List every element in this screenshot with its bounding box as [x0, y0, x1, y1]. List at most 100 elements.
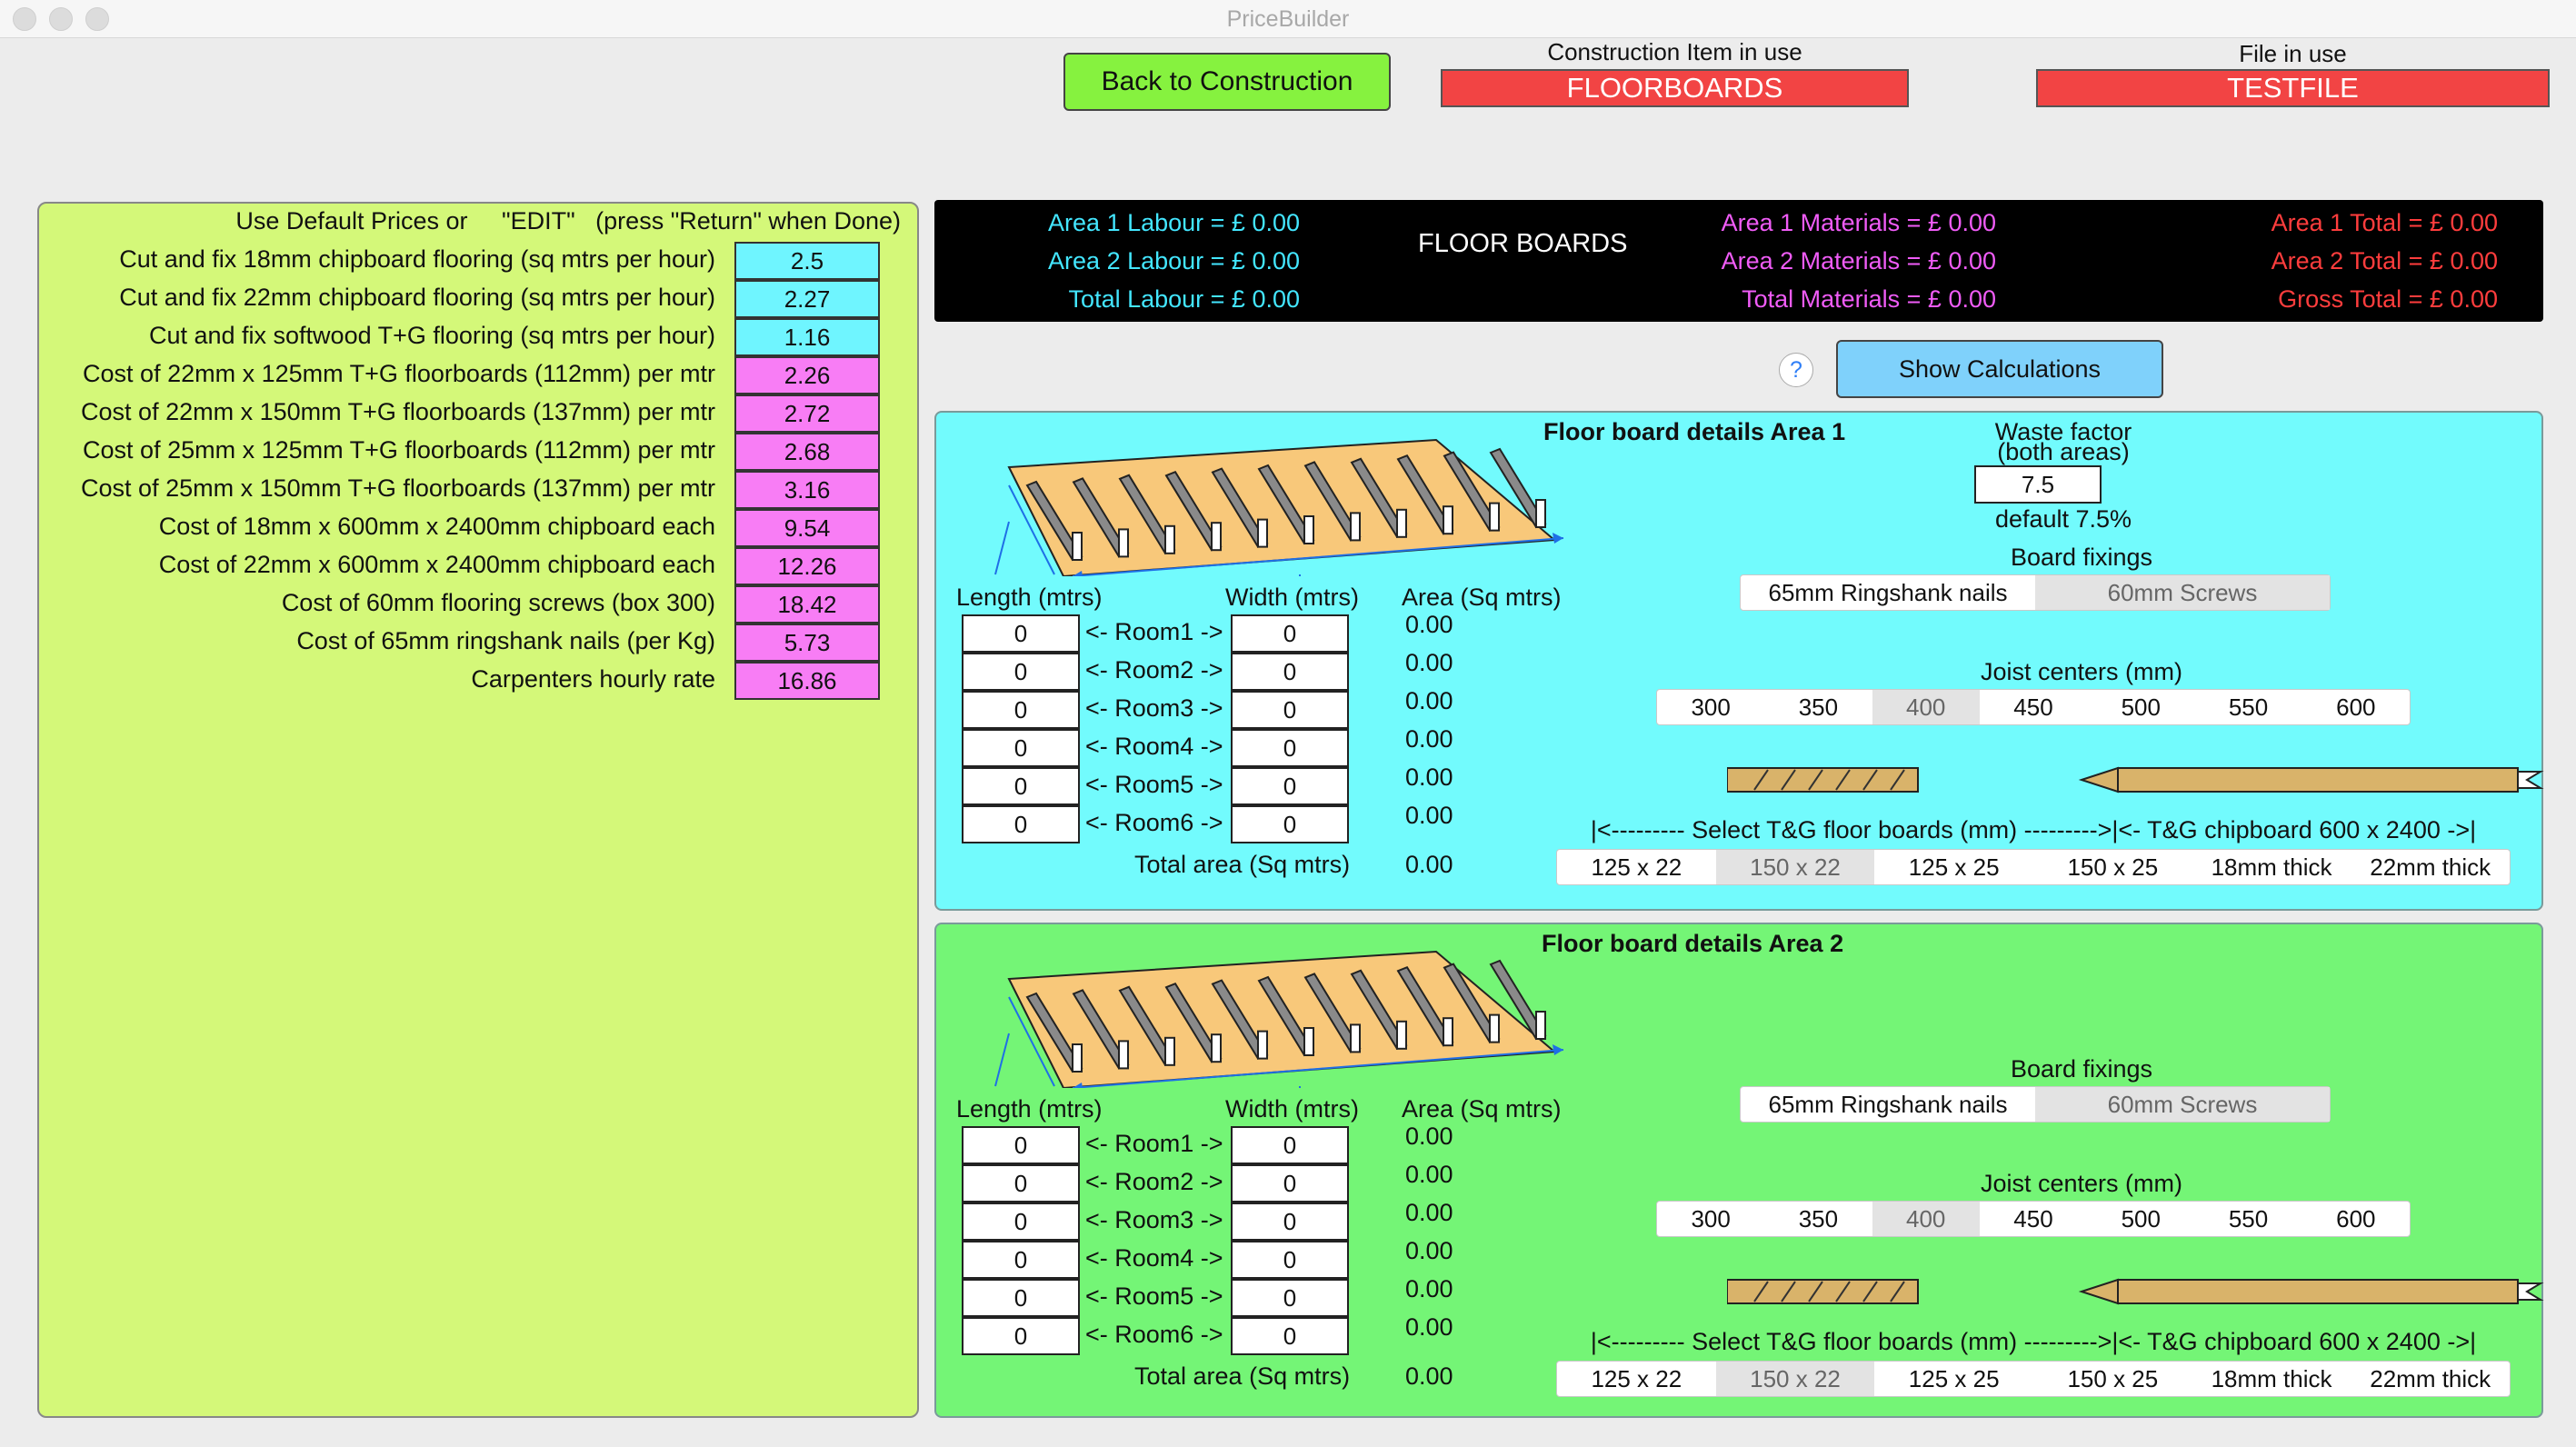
title-bar: PriceBuilder — [0, 0, 2576, 38]
joist-option[interactable]: 300 — [1691, 1204, 1731, 1232]
room-label: <- Room6 -> — [1085, 1321, 1223, 1348]
room-width-input[interactable]: 0 — [1231, 653, 1349, 691]
joist-option[interactable]: 600 — [2336, 1204, 2376, 1232]
room-length-input[interactable]: 0 — [962, 805, 1080, 843]
board-option[interactable]: 125 x 22 — [1591, 853, 1682, 881]
room-label: <- Room5 -> — [1085, 1282, 1223, 1310]
price-input[interactable]: 12.26 — [734, 547, 880, 585]
price-input[interactable]: 1.16 — [734, 318, 880, 356]
joist-option[interactable]: 400 — [1872, 690, 1980, 724]
room-length-input[interactable]: 0 — [962, 767, 1080, 805]
room-width-input[interactable]: 0 — [1231, 1203, 1349, 1241]
joist-option[interactable]: 500 — [2121, 1204, 2161, 1232]
board-fixings-selector: 65mm Ringshank nails 60mm Screws — [1740, 1086, 2331, 1123]
board-type-selector: 125 x 22 150 x 22 125 x 25 150 x 25 18mm thi… — [1556, 849, 2511, 885]
board-option[interactable]: 150 x 25 — [2067, 1364, 2159, 1392]
board-option[interactable]: 150 x 22 — [1715, 1362, 1875, 1396]
waste-factor-label: Waste factor — [1994, 418, 2132, 445]
total-area-label: Total area (Sq mtrs) — [1134, 1362, 1351, 1390]
room-width-input[interactable]: 0 — [1231, 614, 1349, 653]
price-label: Cut and fix 18mm chipboard flooring (sq … — [119, 245, 715, 273]
minimize-window-icon[interactable] — [49, 7, 73, 31]
room-length-input[interactable]: 0 — [962, 1317, 1080, 1355]
price-input[interactable]: 2.72 — [734, 394, 880, 433]
room-width-input[interactable]: 0 — [1231, 1126, 1349, 1164]
price-input[interactable]: 2.68 — [734, 433, 880, 471]
joist-option[interactable]: 550 — [2228, 693, 2269, 721]
price-input[interactable]: 2.26 — [734, 356, 880, 394]
price-input[interactable]: 3.16 — [734, 471, 880, 509]
board-option[interactable]: 150 x 22 — [1715, 850, 1875, 884]
room-width-input[interactable]: 0 — [1231, 1317, 1349, 1355]
room-length-input[interactable]: 0 — [962, 1241, 1080, 1279]
room-length-input[interactable]: 0 — [962, 1126, 1080, 1164]
show-calculations-button[interactable]: Show Calculations — [1836, 340, 2163, 398]
board-option[interactable]: 18mm thick — [2211, 853, 2332, 881]
room-area-value: 0.00 — [1405, 1313, 1453, 1341]
board-option[interactable]: 125 x 25 — [1908, 853, 2000, 881]
room-width-input[interactable]: 0 — [1231, 729, 1349, 767]
joist-option[interactable]: 450 — [2013, 1204, 2053, 1232]
room-length-input[interactable]: 0 — [962, 653, 1080, 691]
price-input[interactable]: 2.5 — [734, 242, 880, 280]
total-materials: Total Materials = £ 0.00 — [1742, 285, 1996, 313]
board-option[interactable]: 150 x 25 — [2067, 853, 2159, 881]
room-length-input[interactable]: 0 — [962, 614, 1080, 653]
room-area-value: 0.00 — [1405, 1123, 1453, 1150]
joist-option[interactable]: 500 — [2121, 693, 2161, 721]
width-column-label: Width (mtrs) — [1225, 584, 1359, 611]
joist-option[interactable]: 450 — [2013, 693, 2053, 721]
room-width-input[interactable]: 0 — [1231, 1241, 1349, 1279]
back-to-construction-button[interactable]: Back to Construction — [1063, 53, 1391, 111]
price-input[interactable]: 2.27 — [734, 280, 880, 318]
board-option[interactable]: 125 x 25 — [1908, 1364, 2000, 1392]
joist-option[interactable]: 300 — [1691, 693, 1731, 721]
room-length-input[interactable]: 0 — [962, 1279, 1080, 1317]
room-label: <- Room2 -> — [1085, 1168, 1223, 1195]
fixing-option[interactable]: 60mm Screws — [2035, 1087, 2330, 1122]
board-option[interactable]: 18mm thick — [2211, 1364, 2332, 1392]
room-width-input[interactable]: 0 — [1231, 1279, 1349, 1317]
construction-item-value: FLOORBOARDS — [1441, 69, 1909, 107]
room-length-input[interactable]: 0 — [962, 1164, 1080, 1203]
joist-option[interactable]: 350 — [1798, 1204, 1839, 1232]
joist-option[interactable]: 400 — [1872, 1202, 1980, 1236]
room-width-input[interactable]: 0 — [1231, 767, 1349, 805]
room-width-input[interactable]: 0 — [1231, 805, 1349, 843]
joist-centers-selector: 300 350 400 450 500 550 600 — [1656, 1201, 2411, 1237]
fixing-option[interactable]: 65mm Ringshank nails — [1768, 1090, 2008, 1118]
room-width-input[interactable]: 0 — [1231, 1164, 1349, 1203]
fixing-option[interactable]: 65mm Ringshank nails — [1768, 578, 2008, 606]
length-column-label: Length (mtrs) — [956, 584, 1103, 611]
room-area-value: 0.00 — [1405, 763, 1453, 791]
price-input[interactable]: 9.54 — [734, 509, 880, 547]
area2-materials: Area 2 Materials = £ 0.00 — [1721, 247, 1996, 274]
price-label: Cost of 25mm x 150mm T+G floorboards (13… — [81, 474, 715, 502]
joist-option[interactable]: 550 — [2228, 1204, 2269, 1232]
room-length-input[interactable]: 0 — [962, 691, 1080, 729]
room-length-input[interactable]: 0 — [962, 729, 1080, 767]
board-option[interactable]: 22mm thick — [2370, 1364, 2491, 1392]
waste-factor-input[interactable]: 7.5 — [1974, 465, 2102, 504]
price-label: Cost of 25mm x 125mm T+G floorboards (11… — [83, 436, 715, 464]
board-option[interactable]: 22mm thick — [2370, 853, 2491, 881]
fixing-option[interactable]: 60mm Screws — [2035, 575, 2330, 610]
room-label: <- Room3 -> — [1085, 1206, 1223, 1233]
close-window-icon[interactable] — [13, 7, 36, 31]
price-input[interactable]: 5.73 — [734, 624, 880, 662]
zoom-window-icon[interactable] — [85, 7, 109, 31]
price-input[interactable]: 18.42 — [734, 585, 880, 624]
joist-option[interactable]: 350 — [1798, 693, 1839, 721]
joist-option[interactable]: 600 — [2336, 693, 2376, 721]
room-area-value: 0.00 — [1405, 1199, 1453, 1226]
room-width-input[interactable]: 0 — [1231, 691, 1349, 729]
area-column-label: Area (Sq mtrs) — [1402, 1095, 1562, 1123]
board-profile-icon — [1727, 1278, 2544, 1305]
area1-total: Area 1 Total = £ 0.00 — [2271, 209, 2498, 236]
floor-board-area-1-panel: Floor board details Area 1 Waste factor … — [934, 411, 2544, 911]
room-label: <- Room2 -> — [1085, 656, 1223, 684]
room-length-input[interactable]: 0 — [962, 1203, 1080, 1241]
help-button[interactable]: ? — [1779, 353, 1813, 387]
board-option[interactable]: 125 x 22 — [1591, 1364, 1682, 1392]
price-input[interactable]: 16.86 — [734, 662, 880, 700]
